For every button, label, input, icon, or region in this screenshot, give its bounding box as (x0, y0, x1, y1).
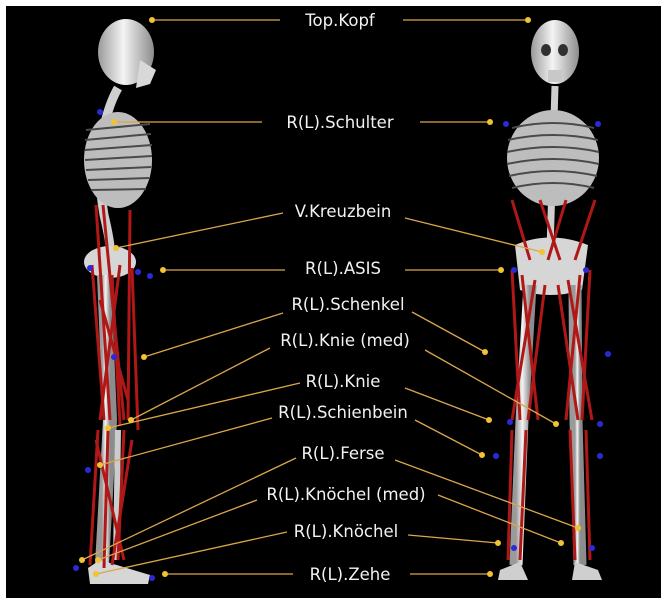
label-knoechel-med: R(L).Knöchel (med) (266, 485, 425, 504)
label-schulter: R(L).Schulter (286, 113, 393, 132)
leader-knie-med-left (131, 348, 270, 420)
leader-schenkel-right (412, 312, 485, 352)
leader-kreuzbein-left (116, 213, 283, 248)
side-view-skeleton (84, 19, 156, 584)
leader-schenkel-left (144, 313, 283, 357)
label-schienbein: R(L).Schienbein (278, 403, 408, 422)
leader-knoechel-right (408, 535, 498, 543)
label-knoechel: R(L).Knöchel (294, 522, 398, 541)
label-ferse: R(L).Ferse (301, 444, 384, 463)
label-kreuzbein: V.Kreuzbein (295, 202, 392, 221)
label-schenkel: R(L).Schenkel (291, 295, 404, 314)
leader-knoechel-left (96, 532, 287, 574)
marker-labels: Top.Kopf R(L).Schulter V.Kreuzbein R(L).… (266, 11, 425, 584)
label-knie: R(L).Knie (306, 372, 381, 391)
label-knie-med: R(L).Knie (med) (280, 331, 410, 350)
leader-knoechel-med-right (438, 495, 561, 543)
leader-schienbein-left (100, 418, 272, 465)
label-top-kopf: Top.Kopf (304, 11, 376, 30)
label-zehe: R(L).Zehe (310, 565, 391, 584)
leader-knie-right (405, 388, 489, 420)
label-asis: R(L).ASIS (305, 259, 381, 278)
front-view-skeleton (498, 20, 602, 580)
leader-schienbein-right (415, 420, 482, 455)
